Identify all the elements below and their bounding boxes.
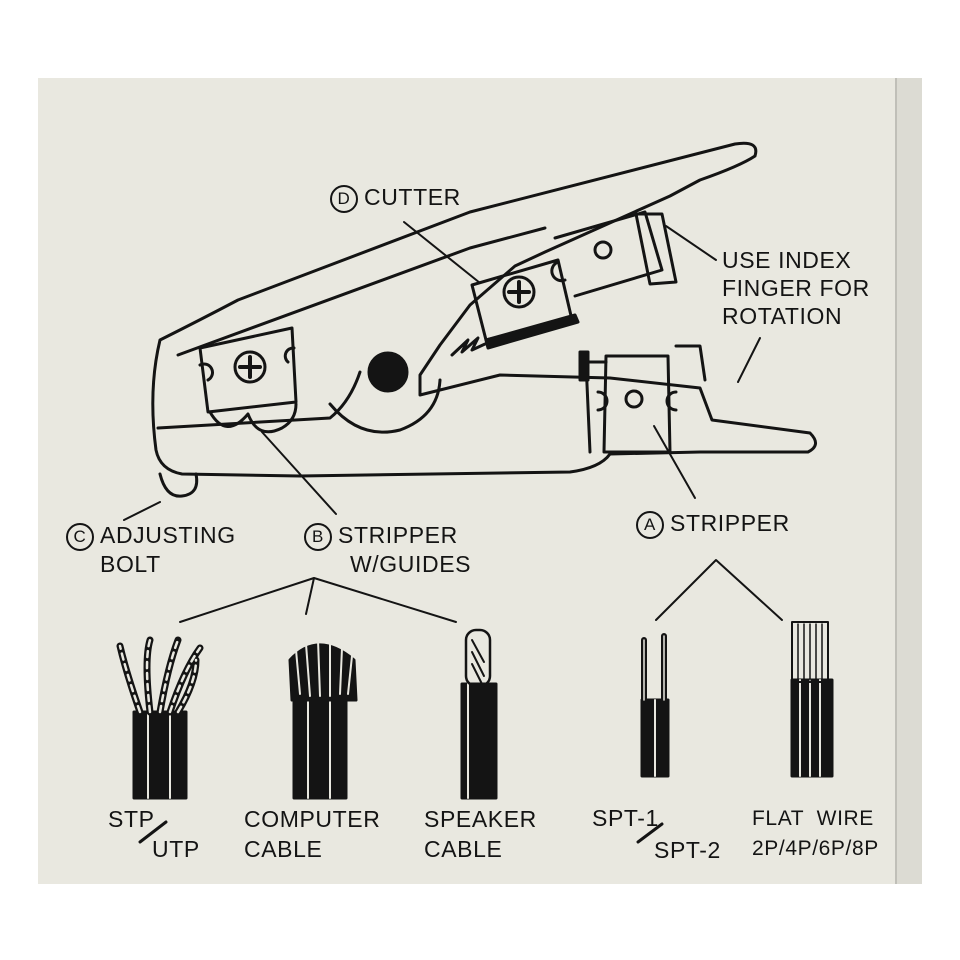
stripper-a-hole <box>624 389 644 409</box>
pivot-arc <box>328 378 442 434</box>
leader-bolt <box>123 501 161 521</box>
stripper-a-text: STRIPPER <box>670 510 790 536</box>
speaker-cable-text: CABLE <box>424 836 503 862</box>
stp-utp-cable-icon <box>116 636 204 800</box>
slide-hole <box>593 240 613 260</box>
guides-text: W/GUIDES <box>350 551 472 577</box>
flat-wire-icon <box>790 621 834 778</box>
stripper-a-block <box>602 354 672 454</box>
flat-wire-sizes: 2P/4P/6P/8P <box>752 837 879 860</box>
label-d-circle: D <box>330 185 358 213</box>
index-line-1: USE INDEX <box>722 247 852 273</box>
label-spt: SPT-1 SPT-2 <box>592 802 721 866</box>
stripper-a-notch-right <box>665 390 678 412</box>
branch-b <box>179 577 457 623</box>
stripper-a-notch-left <box>596 390 609 412</box>
leader-rotation <box>737 337 761 383</box>
leader-index <box>665 225 717 261</box>
cutter-slide <box>553 210 664 298</box>
computer-cable-icon <box>288 639 358 800</box>
leader-stripper-a <box>653 425 696 499</box>
label-b-circle: B <box>304 523 332 551</box>
index-line-2: FINGER FOR <box>722 275 870 301</box>
adjusting-text: ADJUSTING <box>100 522 236 548</box>
index-line-3: ROTATION <box>722 303 843 329</box>
paper-edge <box>895 78 922 884</box>
bolt-text: BOLT <box>100 551 161 577</box>
spt-cable-icon <box>640 633 670 778</box>
label-c-circle: C <box>66 523 94 551</box>
slide-tab <box>634 212 678 286</box>
stripper-a-clip <box>578 350 590 382</box>
leader-lines <box>123 221 783 623</box>
computer-text: COMPUTER <box>244 806 381 832</box>
cutter-notch <box>550 260 567 283</box>
utp-text: UTP <box>152 836 200 862</box>
handle-edge-upper <box>176 226 547 357</box>
cutter-teeth <box>450 336 487 357</box>
screw-d <box>502 275 536 309</box>
blade-notch-left <box>198 362 214 382</box>
spt2-text: SPT-2 <box>654 837 721 863</box>
label-speaker-cable: SPEAKER CABLE <box>424 804 537 864</box>
stp-text: STP <box>108 806 155 832</box>
tool-body-outline <box>151 141 817 478</box>
speaker-cable-icon <box>460 628 498 800</box>
computer-cable-text: CABLE <box>244 836 323 862</box>
speaker-text: SPEAKER <box>424 806 537 832</box>
label-a-circle: A <box>636 511 664 539</box>
adjusting-bolt <box>158 472 199 498</box>
pivot-pin <box>367 351 409 393</box>
cutter-blade <box>484 313 580 350</box>
spt1-text: SPT-1 <box>592 805 659 831</box>
branch-a <box>655 559 783 621</box>
cutter-text: CUTTER <box>364 184 461 210</box>
label-index-finger: USE INDEX FINGER FOR ROTATION <box>722 246 870 330</box>
label-stp-utp: STP UTP <box>108 804 200 864</box>
label-flat-wire: FLAT WIRE 2P/4P/6P/8P <box>752 804 879 864</box>
blade-notch-right <box>283 346 296 364</box>
leader-cutter <box>403 221 481 284</box>
stripper-b-block <box>198 326 298 414</box>
label-computer-cable: COMPUTER CABLE <box>244 804 380 864</box>
stripper-b-text: STRIPPER <box>338 522 458 548</box>
flat-wire-text: FLAT WIRE <box>752 807 874 830</box>
leader-stripper-b <box>261 431 337 515</box>
guide-arcs <box>208 402 298 434</box>
screw-b <box>233 350 267 384</box>
slash-stp-utp <box>138 820 168 844</box>
jaw-divider <box>156 370 362 430</box>
slash-spt <box>636 822 664 844</box>
